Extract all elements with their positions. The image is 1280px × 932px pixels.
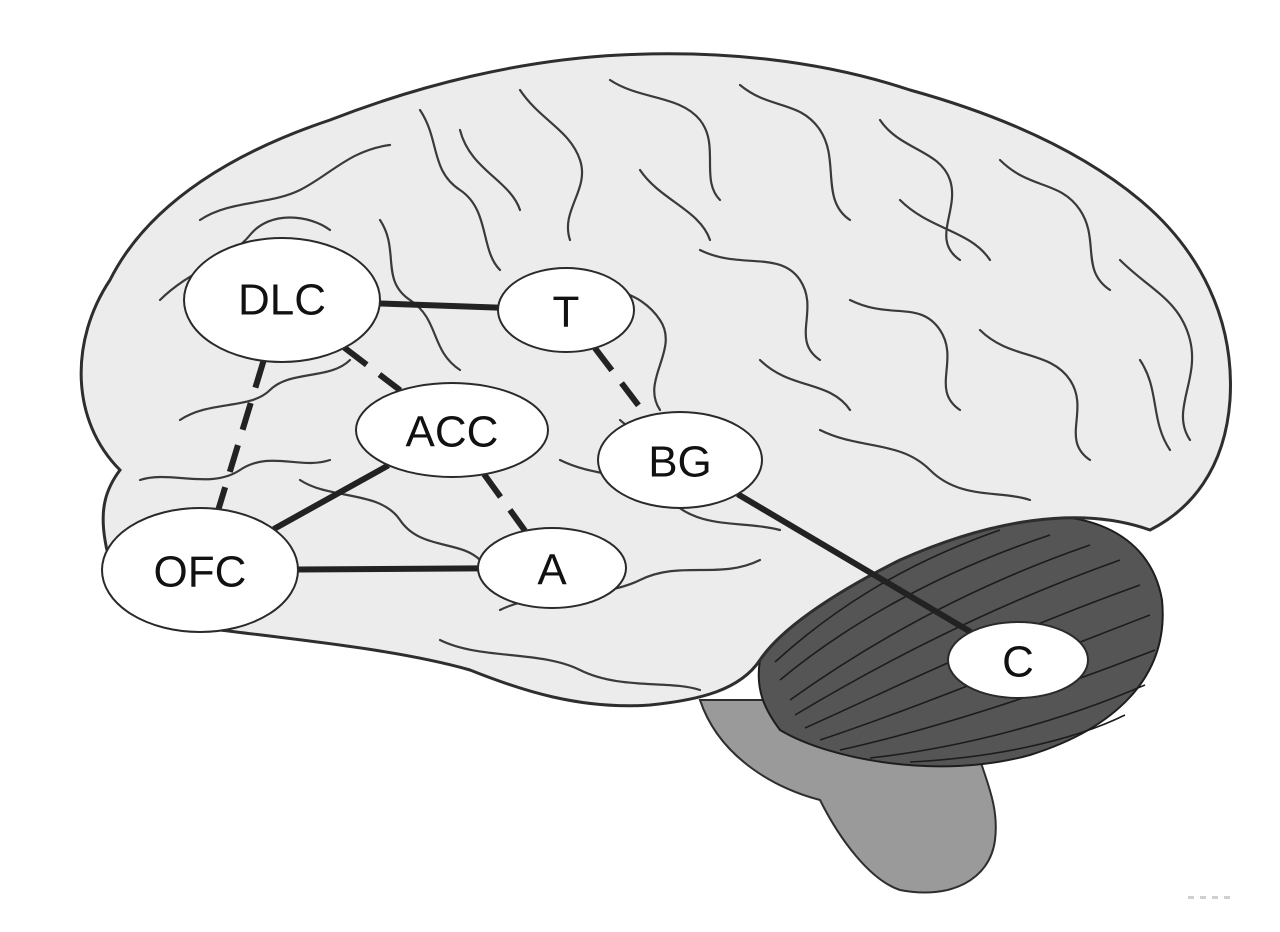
corner-mark [1188,896,1230,899]
node-ofc: OFC [101,507,299,633]
node-c-ellipse [947,621,1089,699]
node-dlc: DLC [183,237,381,363]
node-acc-label: ACC [406,408,499,457]
node-a-ellipse [477,527,627,609]
link-bg-c [736,491,973,635]
cortex-gyri [138,78,1194,692]
node-acc-ellipse [355,382,549,478]
node-c-label: C [1002,638,1034,687]
link-acc-ofc [272,462,390,532]
node-bg-label: BG [648,438,712,487]
link-dlc-ofc [215,360,267,510]
node-a-label: A [537,546,567,595]
node-ofc-label: OFC [154,548,247,597]
node-c: C [947,621,1089,699]
node-acc: ACC [355,382,549,478]
link-ofc-a [297,565,479,573]
node-dlc-label: DLC [238,276,326,325]
connection-links [215,300,973,635]
node-ofc-ellipse [101,507,299,633]
node-t: T [497,267,635,353]
cerebellum-folia [774,529,1156,763]
link-acc-a [481,472,528,533]
node-dlc-ellipse [183,237,381,363]
link-dlc-acc [342,345,403,393]
link-dlc-t [379,300,499,311]
node-t-label: T [553,288,580,337]
node-a: A [477,527,627,609]
node-t-ellipse [497,267,635,353]
link-t-bg [592,346,650,418]
node-bg-ellipse [597,411,763,509]
node-bg: BG [597,411,763,509]
